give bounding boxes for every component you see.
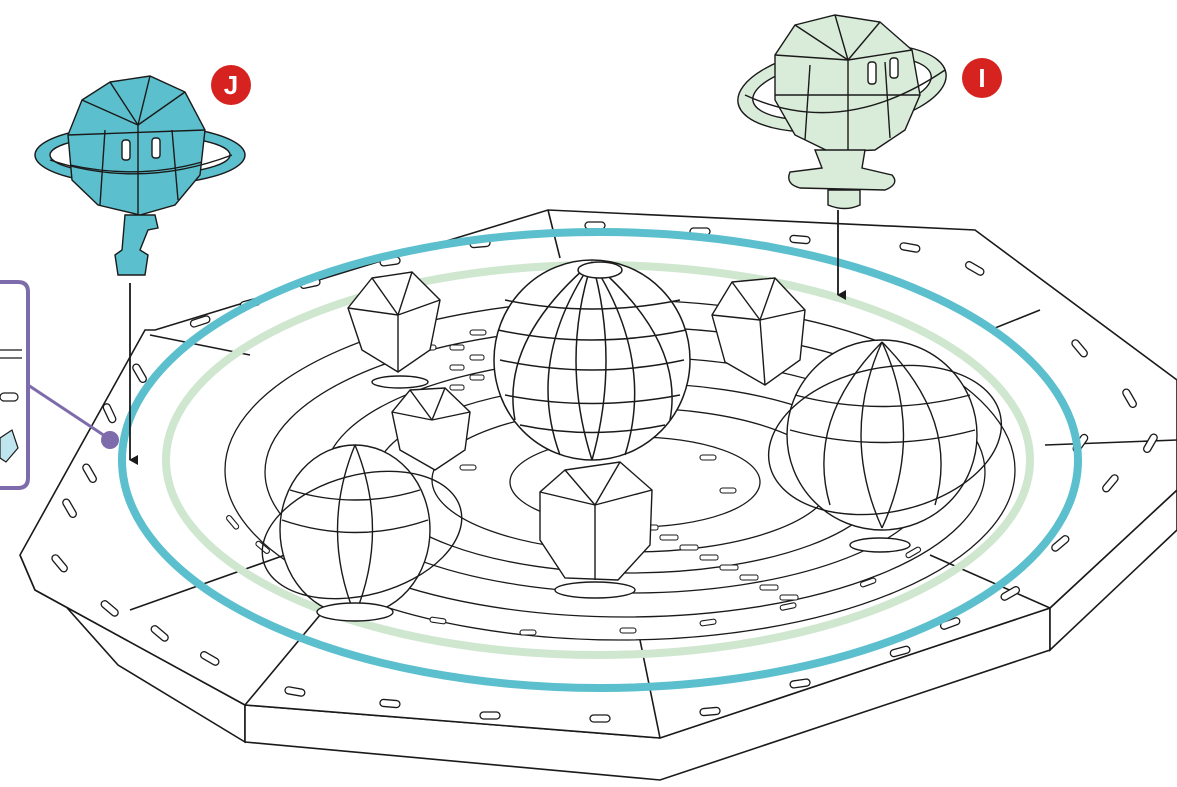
badge-j: J	[211, 65, 251, 105]
badge-i: I	[962, 58, 1002, 98]
central-sun	[493, 259, 691, 461]
rim-slots	[51, 221, 1158, 723]
planet-small-back-left	[347, 271, 441, 389]
callout-box	[0, 280, 30, 490]
callout-dot	[101, 431, 119, 449]
track-ladders	[449, 344, 799, 601]
badge-i-label: I	[978, 63, 985, 93]
planet-i	[737, 14, 947, 210]
planet-small-middle-left	[391, 387, 471, 471]
planet-small-back-right	[711, 277, 806, 386]
planet-small-front	[539, 461, 653, 599]
ringed-planet-front-left	[261, 444, 463, 622]
callout-leader-line	[27, 383, 109, 440]
planet-j	[34, 75, 246, 276]
badge-j-label: J	[224, 70, 238, 100]
orbit-ring-teal	[118, 228, 1082, 692]
ringed-planet-right	[767, 339, 1003, 553]
